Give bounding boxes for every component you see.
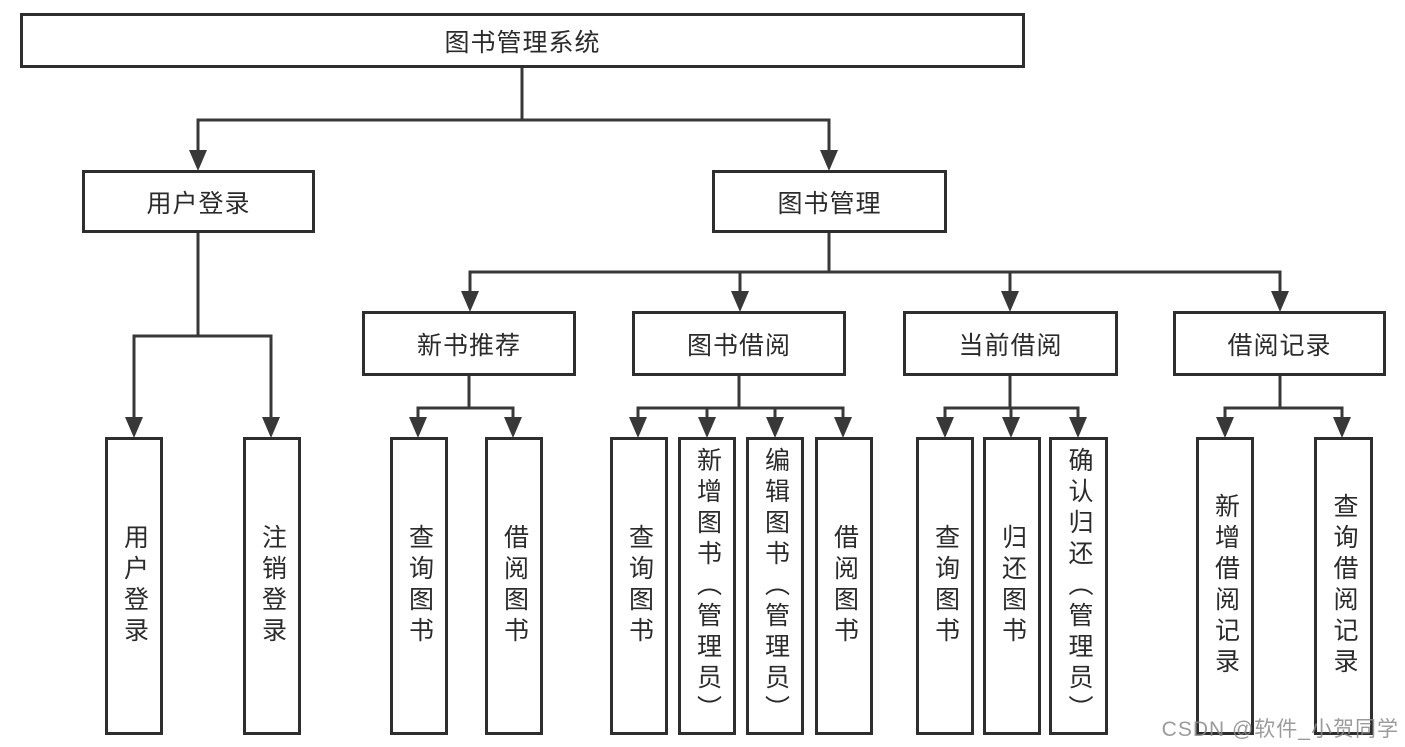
leaf-label: 借阅图书: [500, 524, 529, 648]
leaf-label: 注销登录: [258, 524, 287, 648]
leaf-label: 确认归还（管理员）: [1065, 446, 1093, 726]
arrowhead: [1001, 291, 1019, 312]
arrowhead: [1333, 417, 1351, 438]
leaf-query-books-recommend: 查询图书: [390, 437, 448, 735]
connector-g2-bar: [943, 406, 1080, 418]
arrowhead: [1069, 417, 1087, 438]
arrowhead: [731, 291, 749, 312]
arrowhead: [766, 417, 784, 438]
leaf-label: 新增借阅记录: [1211, 493, 1240, 679]
leaf-label: 查询图书: [405, 524, 434, 648]
leaf-query-borrow-record: 查询借阅记录: [1314, 437, 1373, 735]
node-borrow-records: 借阅记录: [1173, 311, 1386, 376]
leaf-borrow-books: 借阅图书: [815, 437, 873, 735]
leaf-label: 查询图书: [931, 524, 960, 648]
leaf-label: 借阅图书: [830, 524, 859, 648]
leaf-label: 查询借阅记录: [1330, 493, 1358, 679]
connector-user-bar: [132, 334, 273, 418]
node-book-borrow: 图书借阅: [632, 311, 846, 376]
arrowhead: [125, 417, 143, 438]
leaf-confirm-return-admin: 确认归还（管理员）: [1049, 437, 1108, 735]
node-book-management-branch: 图书管理: [712, 170, 947, 233]
leaf-query-books-borrow: 查询图书: [610, 437, 668, 735]
arrowhead: [936, 417, 954, 438]
leaf-label: 编辑图书（管理员）: [761, 446, 790, 726]
arrowhead: [820, 150, 838, 171]
connector-g0-bar: [416, 406, 515, 418]
leaf-return-books: 归还图书: [983, 437, 1041, 735]
leaf-label: 查询图书: [625, 524, 654, 648]
arrowhead: [504, 417, 522, 438]
arrowhead: [698, 417, 716, 438]
arrowhead: [461, 291, 479, 312]
arrowhead: [1216, 417, 1234, 438]
leaf-logout: 注销登录: [243, 437, 301, 735]
leaf-user-login: 用户登录: [105, 437, 163, 735]
leaf-label: 新增图书（管理员）: [693, 446, 722, 726]
connector-book-bar: [468, 270, 1282, 292]
arrowhead: [629, 417, 647, 438]
leaf-query-books-current: 查询图书: [916, 437, 974, 735]
node-user-login-branch: 用户登录: [82, 170, 315, 233]
leaf-borrow-books-recommend: 借阅图书: [485, 437, 543, 735]
arrowhead: [409, 417, 427, 438]
connector-root-bar: [196, 118, 831, 150]
arrowhead: [262, 417, 280, 438]
leaf-add-books-admin: 新增图书（管理员）: [678, 437, 736, 735]
arrowhead: [1002, 417, 1020, 438]
node-new-book-recommend: 新书推荐: [362, 311, 576, 376]
leaf-edit-books-admin: 编辑图书（管理员）: [746, 437, 804, 735]
csdn-watermark: CSDN @软件_小贺同学: [1161, 718, 1399, 741]
leaf-label: 用户登录: [120, 524, 149, 648]
node-current-borrow: 当前借阅: [903, 311, 1118, 376]
node-root-library-system: 图书管理系统: [20, 13, 1025, 68]
leaf-add-borrow-record: 新增借阅记录: [1196, 437, 1254, 735]
arrowhead: [834, 417, 852, 438]
leaf-label: 归还图书: [998, 524, 1027, 648]
connector-g1-bar: [636, 406, 845, 418]
arrowhead: [1271, 291, 1289, 312]
connector-g3-bar: [1223, 406, 1344, 418]
arrowhead: [189, 150, 207, 171]
